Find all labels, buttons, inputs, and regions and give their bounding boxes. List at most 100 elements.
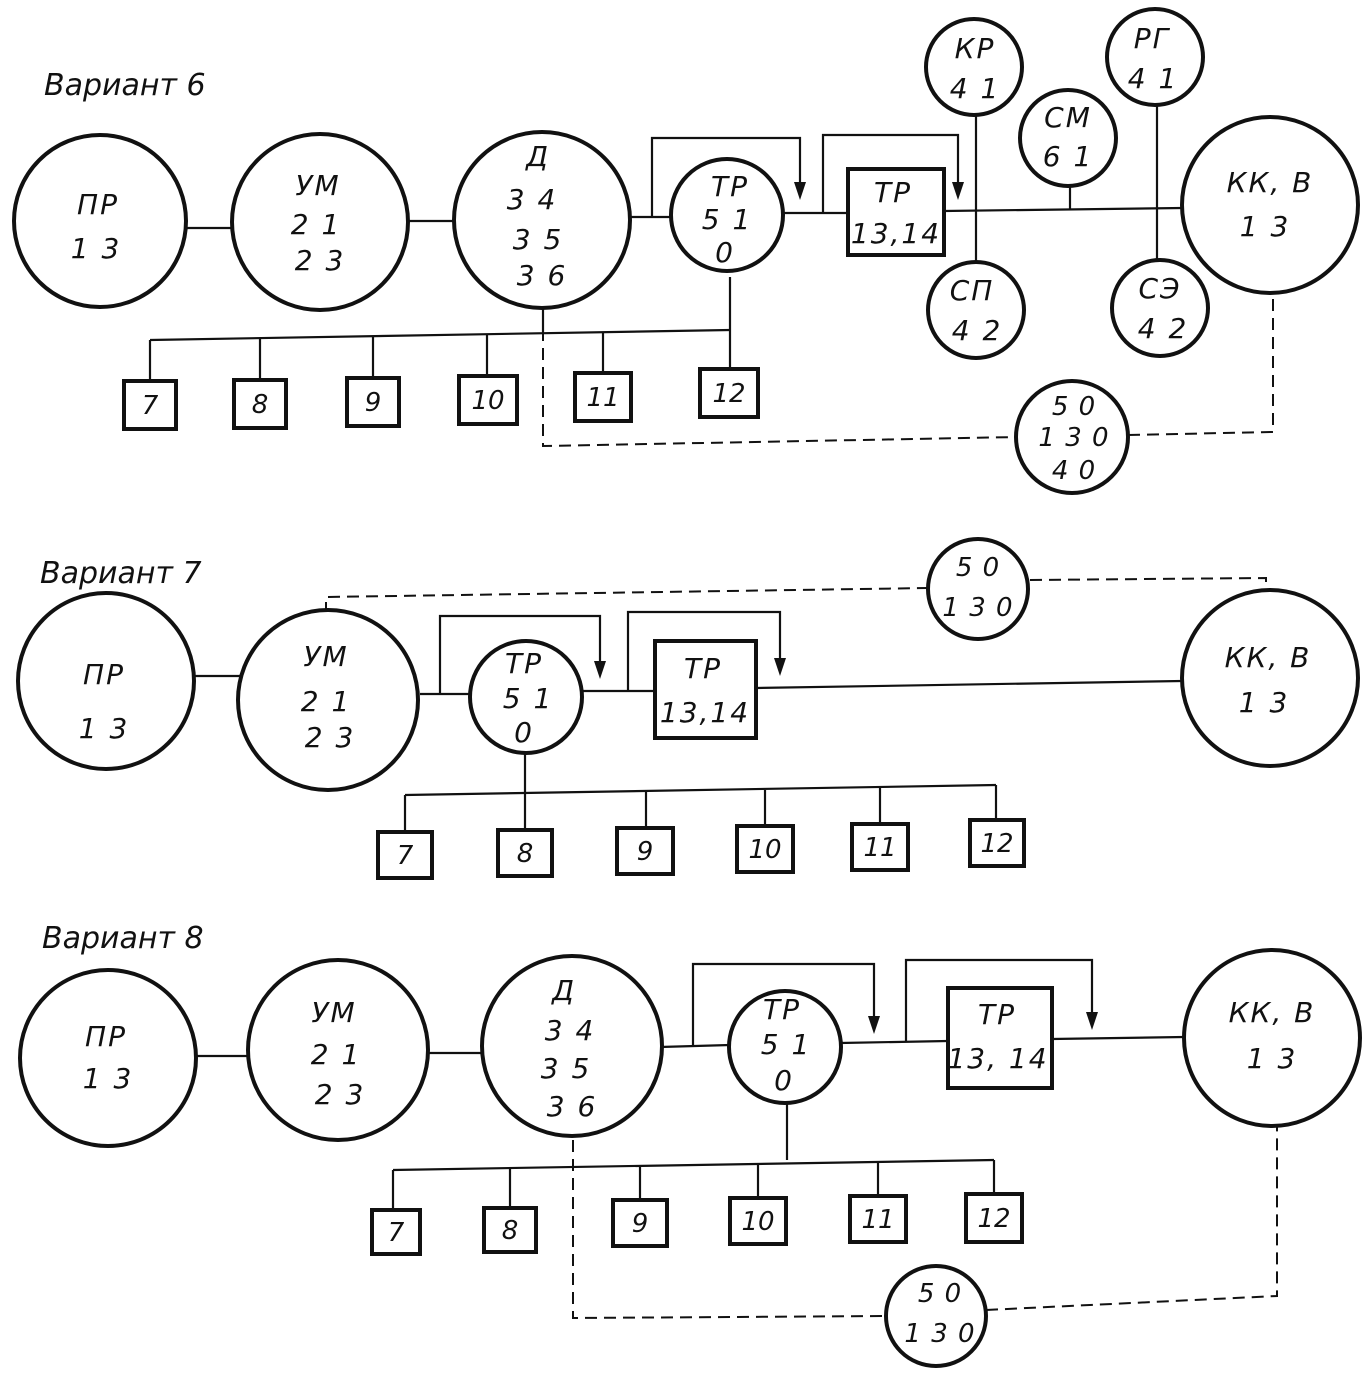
node-um — [236, 608, 420, 792]
node-pr-l1: 1 3 — [79, 712, 130, 745]
node-tr2-name: ТР — [874, 176, 912, 209]
box-12-label: 12 — [977, 1204, 1010, 1234]
variant-8: Вариант 8 ПР 1 3 УМ 2 1 2 3 Д 3 4 3 5 3 … — [18, 921, 1362, 1368]
node-tr1-name: ТР — [711, 170, 749, 203]
ctrl-loop-right — [1127, 292, 1274, 436]
box-7-label: 7 — [388, 1218, 405, 1248]
box-7 — [376, 830, 434, 880]
node-um — [230, 132, 410, 312]
node-kk-l1: 1 3 — [1239, 686, 1290, 719]
node-pr-l1: 1 3 — [83, 1062, 134, 1095]
box-8-label: 8 — [502, 1216, 519, 1246]
link-tr2-kk — [1051, 1035, 1185, 1041]
bus-6 — [149, 328, 731, 342]
box-9-label: 9 — [632, 1209, 649, 1239]
node-kr-l1: 4 1 — [950, 72, 1001, 105]
node-tr1-l1: 5 1 — [702, 203, 753, 236]
link-tr1-tr2 — [839, 1039, 949, 1045]
node-tr2 — [653, 639, 758, 740]
node-ctrl-l1: 5 0 — [918, 1279, 962, 1309]
node-d-l1: 3 4 — [507, 183, 558, 216]
box-11 — [573, 371, 633, 423]
node-um-name: УМ — [303, 640, 348, 673]
link-tr2-kk — [755, 679, 1183, 690]
box-10 — [735, 824, 795, 874]
arrow-tr1 — [868, 1016, 880, 1034]
box-7-label: 7 — [142, 391, 159, 421]
box-10-label: 10 — [471, 386, 504, 416]
node-tr1 — [727, 989, 843, 1105]
node-d-name: Д — [550, 974, 576, 1007]
bypass-tr2 — [821, 133, 960, 213]
node-um-l1: 2 1 — [301, 685, 352, 718]
node-d-l2: 3 5 — [513, 223, 564, 256]
bypass-tr1 — [650, 136, 802, 217]
node-kk — [1180, 588, 1360, 768]
box-9 — [345, 376, 401, 428]
box-11-label: 11 — [863, 833, 896, 863]
node-tr1 — [669, 157, 785, 273]
box-11-label: 11 — [586, 383, 619, 413]
node-pr — [18, 968, 198, 1148]
node-d-l1: 3 4 — [545, 1014, 596, 1047]
node-pr-name: ПР — [77, 188, 119, 221]
bus-7 — [404, 783, 997, 797]
node-tr2-l1: 13, 14 — [947, 1042, 1048, 1075]
node-sp-name: СП — [950, 274, 995, 307]
box-7-label: 7 — [397, 841, 414, 871]
node-pr-name: ПР — [85, 1020, 127, 1053]
ctrl-loop-left — [542, 310, 1019, 448]
link-d-tr1 — [659, 1043, 731, 1049]
node-pr — [16, 591, 196, 771]
node-sm-l1: 6 1 — [1043, 140, 1094, 173]
ctrl-loop-left — [325, 587, 929, 614]
node-kk-l1: 1 3 — [1240, 210, 1291, 243]
arrow-tr2 — [1086, 1012, 1098, 1030]
node-tr1-l1: 5 1 — [503, 682, 554, 715]
node-ctrl — [1014, 379, 1130, 495]
box-10 — [728, 1196, 788, 1246]
node-ctrl-l3: 4 0 — [1052, 456, 1096, 486]
node-se — [1110, 258, 1210, 358]
node-d — [480, 954, 664, 1138]
node-tr1-l1: 5 1 — [761, 1028, 812, 1061]
node-um-l1: 2 1 — [311, 1038, 362, 1071]
box-12 — [968, 818, 1026, 868]
node-pr-l1: 1 3 — [71, 232, 122, 265]
box-8 — [232, 378, 288, 430]
node-ctrl-l2: 1 3 0 — [942, 593, 1013, 623]
box-10-label: 10 — [741, 1207, 774, 1237]
node-um-name: УМ — [311, 996, 356, 1029]
node-sp — [926, 260, 1026, 360]
node-ctrl-l2: 1 3 0 — [904, 1319, 975, 1349]
node-tr2-l1: 13,14 — [660, 696, 750, 729]
node-tr1-l2: 0 — [514, 716, 534, 749]
node-um-name: УМ — [295, 169, 340, 202]
node-tr1-l2: 0 — [715, 236, 735, 269]
box-12 — [698, 367, 760, 419]
node-d-l3: 3 6 — [547, 1090, 598, 1123]
arrow-tr1 — [594, 661, 606, 679]
box-8 — [482, 1206, 538, 1254]
bypass-tr2 — [904, 958, 1094, 1042]
box-9-label: 9 — [637, 837, 654, 867]
variant-8-title: Вариант 8 — [42, 921, 204, 956]
node-sp-l1: 4 2 — [952, 314, 1003, 347]
node-rg-l1: 4 1 — [1128, 62, 1179, 95]
box-8 — [496, 828, 554, 878]
node-tr1-name: ТР — [505, 647, 543, 680]
bypass-tr2 — [626, 610, 782, 691]
node-tr2-name: ТР — [978, 998, 1016, 1031]
node-tr1-l2: 0 — [774, 1064, 794, 1097]
node-tr1 — [468, 639, 584, 755]
node-kk-name: КК, В — [1225, 641, 1312, 674]
node-kk-name: КК, В — [1227, 166, 1314, 199]
node-sm — [1018, 88, 1118, 188]
node-kr — [924, 17, 1024, 117]
node-d-name: Д — [524, 140, 550, 173]
node-rg — [1105, 7, 1205, 107]
node-tr2-l1: 13,14 — [851, 217, 941, 250]
box-11 — [850, 822, 910, 872]
node-se-name: СЭ — [1138, 272, 1181, 305]
